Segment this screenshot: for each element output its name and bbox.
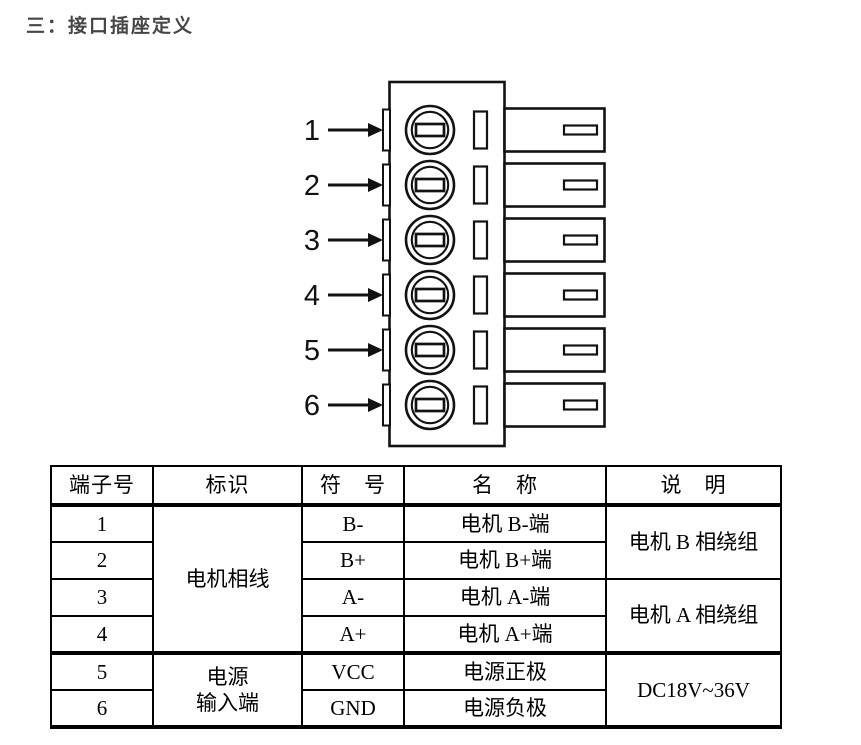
header-terminal-no: 端子号 [50, 465, 154, 507]
pin-arrow-head [368, 288, 383, 302]
pin-arrow-head [368, 398, 383, 412]
cell-symbol: GND [301, 689, 405, 728]
cell-name: 电机 B+端 [403, 541, 607, 580]
table-row-3: 3 A- 电机 A-端 电机 A 相绕组 [50, 578, 782, 654]
header-symbol: 符 号 [301, 465, 405, 507]
screw-slot [414, 122, 446, 138]
cell-terminal-no: 3 [50, 578, 154, 617]
cell-group-motor: 电机相线 [152, 504, 303, 654]
screw-slot [414, 287, 446, 303]
pin-number-label: 6 [304, 390, 320, 422]
terminal-row-3: 3 [304, 214, 606, 266]
cell-name: 电机 B-端 [403, 504, 607, 543]
table-row-4: 4 A+ 电机 A+端 [50, 615, 781, 654]
body-side-slot [472, 165, 489, 205]
pin-contact-tab [382, 108, 391, 152]
section-title: 三：接口插座定义 [26, 16, 195, 37]
cell-name: 电源正极 [403, 651, 607, 691]
wire-entry-slot [562, 124, 599, 136]
pin-number-label: 2 [304, 170, 320, 202]
cell-desc-motor-a: 电机 A 相绕组 [605, 578, 782, 654]
cell-symbol: B+ [301, 541, 405, 580]
table-header-row: 端子号 标识 符 号 名 称 说 明 [50, 465, 782, 507]
screw-slot [414, 342, 446, 358]
terminal-block-figure: 1 2 [304, 80, 606, 448]
wire-entry-slot [562, 344, 599, 356]
cell-terminal-no: 1 [50, 504, 154, 543]
pin-contact-tab [382, 328, 391, 372]
pin-contact-tab [382, 163, 391, 207]
cell-name: 电机 A-端 [403, 578, 607, 617]
pin-number-label: 1 [304, 115, 320, 147]
pin-arrow-head [368, 233, 383, 247]
header-name: 名 称 [403, 465, 607, 507]
cell-symbol: A- [301, 578, 405, 617]
body-side-slot [472, 330, 489, 370]
terminal-row-4: 4 [304, 269, 606, 321]
body-side-slot [472, 220, 489, 260]
cell-terminal-no: 6 [50, 689, 154, 728]
terminal-row-1: 1 [304, 104, 606, 156]
cell-group-power: 电源 输入端 [152, 651, 303, 728]
wire-entry-slot [562, 289, 599, 301]
cell-desc-motor-b: 电机 B 相绕组 [605, 504, 782, 580]
body-side-slot [472, 385, 489, 425]
pin-number-label: 5 [304, 335, 320, 367]
connector-diagram: 1 2 [0, 75, 861, 460]
wire-entry-slot [562, 179, 599, 191]
body-side-slot [472, 110, 489, 150]
cell-terminal-no: 2 [50, 541, 154, 580]
wire-entry-housing [503, 327, 606, 373]
wire-entry-slot [562, 399, 599, 411]
table-row-6: 6 GND 电源负极 [50, 689, 781, 728]
cell-terminal-no: 5 [50, 651, 154, 691]
pin-contact-tab [382, 383, 391, 427]
body-side-slot [472, 275, 489, 315]
cell-symbol: A+ [301, 615, 405, 654]
wire-entry-slot [562, 234, 599, 246]
cell-name: 电源负极 [403, 689, 607, 728]
pin-arrow-head [368, 123, 383, 137]
pin-number-label: 3 [304, 225, 320, 257]
cell-symbol: VCC [301, 651, 405, 691]
screw-slot [414, 177, 446, 193]
pin-arrow-head [368, 178, 383, 192]
screw-slot [414, 232, 446, 248]
pin-arrow-head [368, 343, 383, 357]
cell-terminal-no: 4 [50, 615, 154, 654]
cell-name: 电机 A+端 [403, 615, 607, 654]
terminal-row-2: 2 [304, 159, 606, 211]
pin-contact-tab [382, 218, 391, 262]
terminal-row-6: 6 [304, 379, 606, 431]
pin-number-label: 4 [304, 280, 320, 312]
table-row-1: 1 电机相线 B- 电机 B-端 电机 B 相绕组 [50, 504, 782, 654]
pin-contact-tab [382, 273, 391, 317]
terminal-row-5: 5 [304, 324, 606, 376]
cell-symbol: B- [301, 504, 405, 543]
pin-definition-table: 端子号 标识 符 号 名 称 说 明 1 电机相线 B- 电机 B-端 电机 B… [50, 465, 782, 729]
header-description: 说 明 [605, 465, 782, 507]
table-row-2: 2 B+ 电机 B+端 [50, 541, 781, 580]
cell-desc-power: DC18V~36V [605, 651, 782, 728]
screw-slot [414, 397, 446, 413]
header-identification: 标识 [152, 465, 303, 507]
table-row-5: 5 电源 输入端 VCC 电源正极 DC18V~36V [50, 651, 782, 728]
